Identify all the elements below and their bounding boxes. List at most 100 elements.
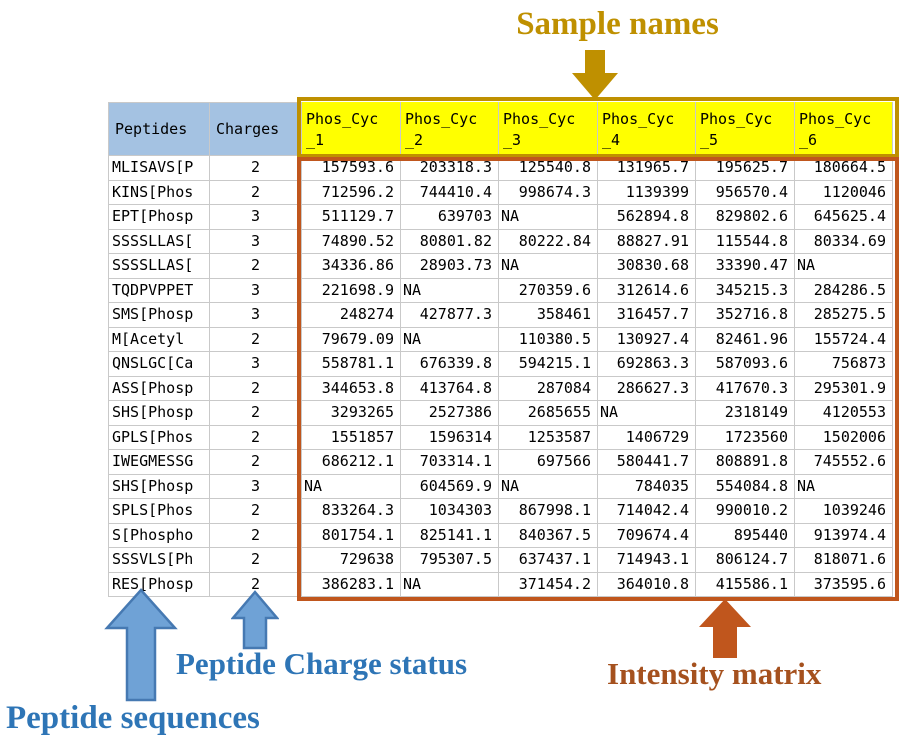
intensity-cell[interactable]: NA [499, 254, 598, 279]
intensity-cell[interactable]: 714042.4 [598, 499, 696, 524]
intensity-cell[interactable]: 580441.7 [598, 450, 696, 475]
intensity-cell[interactable]: 558781.1 [302, 352, 401, 377]
intensity-cell[interactable]: 270359.6 [499, 278, 598, 303]
intensity-cell[interactable]: 676339.8 [401, 352, 499, 377]
intensity-cell[interactable]: 79679.09 [302, 327, 401, 352]
intensity-cell[interactable]: 1039246 [795, 499, 893, 524]
intensity-cell[interactable]: 998674.3 [499, 180, 598, 205]
intensity-cell[interactable]: 744410.4 [401, 180, 499, 205]
intensity-cell[interactable]: 637437.1 [499, 548, 598, 573]
intensity-cell[interactable]: 784035 [598, 474, 696, 499]
charge-cell[interactable]: 2 [210, 548, 302, 573]
intensity-cell[interactable]: 2527386 [401, 401, 499, 426]
intensity-cell[interactable]: NA [795, 474, 893, 499]
intensity-cell[interactable]: 511129.7 [302, 205, 401, 230]
intensity-cell[interactable]: 287084 [499, 376, 598, 401]
intensity-cell[interactable]: 913974.4 [795, 523, 893, 548]
intensity-cell[interactable]: 818071.6 [795, 548, 893, 573]
intensity-cell[interactable]: 248274 [302, 303, 401, 328]
intensity-cell[interactable]: 373595.6 [795, 572, 893, 597]
intensity-cell[interactable]: 1551857 [302, 425, 401, 450]
intensity-cell[interactable]: 1139399 [598, 180, 696, 205]
peptide-cell[interactable]: EPT[Phosp [108, 205, 210, 230]
charge-cell[interactable]: 2 [210, 499, 302, 524]
intensity-cell[interactable]: 33390.47 [696, 254, 795, 279]
intensity-cell[interactable]: 415586.1 [696, 572, 795, 597]
charge-cell[interactable]: 2 [210, 376, 302, 401]
intensity-cell[interactable]: 4120553 [795, 401, 893, 426]
intensity-cell[interactable]: 1034303 [401, 499, 499, 524]
intensity-cell[interactable]: 895440 [696, 523, 795, 548]
intensity-cell[interactable]: 352716.8 [696, 303, 795, 328]
intensity-cell[interactable]: NA [401, 327, 499, 352]
intensity-cell[interactable]: 80801.82 [401, 229, 499, 254]
charge-cell[interactable]: 2 [210, 401, 302, 426]
intensity-cell[interactable]: 808891.8 [696, 450, 795, 475]
intensity-cell[interactable]: 203318.3 [401, 156, 499, 181]
sample-column-header[interactable]: Phos_Cyc_6 [795, 102, 893, 156]
intensity-cell[interactable]: 82461.96 [696, 327, 795, 352]
intensity-cell[interactable]: 34336.86 [302, 254, 401, 279]
intensity-cell[interactable]: 417670.3 [696, 376, 795, 401]
intensity-cell[interactable]: 427877.3 [401, 303, 499, 328]
charges-column-header[interactable]: Charges [210, 102, 302, 156]
intensity-cell[interactable]: 806124.7 [696, 548, 795, 573]
intensity-cell[interactable]: 867998.1 [499, 499, 598, 524]
charge-cell[interactable]: 3 [210, 474, 302, 499]
intensity-cell[interactable]: 729638 [302, 548, 401, 573]
peptide-cell[interactable]: RES[Phosp [108, 572, 210, 597]
peptide-cell[interactable]: S[Phospho [108, 523, 210, 548]
sample-column-header[interactable]: Phos_Cyc_4 [598, 102, 696, 156]
intensity-cell[interactable]: 956570.4 [696, 180, 795, 205]
intensity-cell[interactable]: 840367.5 [499, 523, 598, 548]
intensity-cell[interactable]: 286627.3 [598, 376, 696, 401]
intensity-cell[interactable]: 74890.52 [302, 229, 401, 254]
intensity-cell[interactable]: 345215.3 [696, 278, 795, 303]
peptide-cell[interactable]: ASS[Phosp [108, 376, 210, 401]
intensity-cell[interactable]: 1596314 [401, 425, 499, 450]
intensity-cell[interactable]: 2685655 [499, 401, 598, 426]
charge-cell[interactable]: 3 [210, 229, 302, 254]
peptides-column-header[interactable]: Peptides [108, 102, 210, 156]
intensity-cell[interactable]: 795307.5 [401, 548, 499, 573]
intensity-cell[interactable]: 604569.9 [401, 474, 499, 499]
charge-cell[interactable]: 2 [210, 254, 302, 279]
peptide-cell[interactable]: KINS[Phos [108, 180, 210, 205]
intensity-cell[interactable]: 1723560 [696, 425, 795, 450]
peptide-cell[interactable]: TQDPVPPET [108, 278, 210, 303]
intensity-cell[interactable]: 344653.8 [302, 376, 401, 401]
peptide-cell[interactable]: SSSVLS[Ph [108, 548, 210, 573]
intensity-cell[interactable]: 712596.2 [302, 180, 401, 205]
intensity-cell[interactable]: NA [401, 572, 499, 597]
intensity-cell[interactable]: 358461 [499, 303, 598, 328]
sample-column-header[interactable]: Phos_Cyc_3 [499, 102, 598, 156]
intensity-cell[interactable]: 756873 [795, 352, 893, 377]
intensity-cell[interactable]: 2318149 [696, 401, 795, 426]
intensity-cell[interactable]: 180664.5 [795, 156, 893, 181]
peptide-cell[interactable]: M[Acetyl [108, 327, 210, 352]
intensity-cell[interactable]: 80334.69 [795, 229, 893, 254]
intensity-cell[interactable]: 697566 [499, 450, 598, 475]
intensity-cell[interactable]: NA [401, 278, 499, 303]
sample-column-header[interactable]: Phos_Cyc_1 [302, 102, 401, 156]
intensity-cell[interactable]: 110380.5 [499, 327, 598, 352]
intensity-cell[interactable]: 312614.6 [598, 278, 696, 303]
intensity-cell[interactable]: NA [302, 474, 401, 499]
intensity-cell[interactable]: 833264.3 [302, 499, 401, 524]
intensity-cell[interactable]: NA [795, 254, 893, 279]
charge-cell[interactable]: 3 [210, 303, 302, 328]
intensity-cell[interactable]: 1406729 [598, 425, 696, 450]
intensity-cell[interactable]: 703314.1 [401, 450, 499, 475]
peptide-cell[interactable]: MLISAVS[P [108, 156, 210, 181]
charge-cell[interactable]: 2 [210, 156, 302, 181]
intensity-cell[interactable]: 709674.4 [598, 523, 696, 548]
intensity-cell[interactable]: 801754.1 [302, 523, 401, 548]
intensity-cell[interactable]: NA [598, 401, 696, 426]
intensity-cell[interactable]: 371454.2 [499, 572, 598, 597]
charge-cell[interactable]: 2 [210, 180, 302, 205]
intensity-cell[interactable]: 195625.7 [696, 156, 795, 181]
intensity-cell[interactable]: 645625.4 [795, 205, 893, 230]
intensity-cell[interactable]: 829802.6 [696, 205, 795, 230]
sample-column-header[interactable]: Phos_Cyc_2 [401, 102, 499, 156]
charge-cell[interactable]: 2 [210, 523, 302, 548]
